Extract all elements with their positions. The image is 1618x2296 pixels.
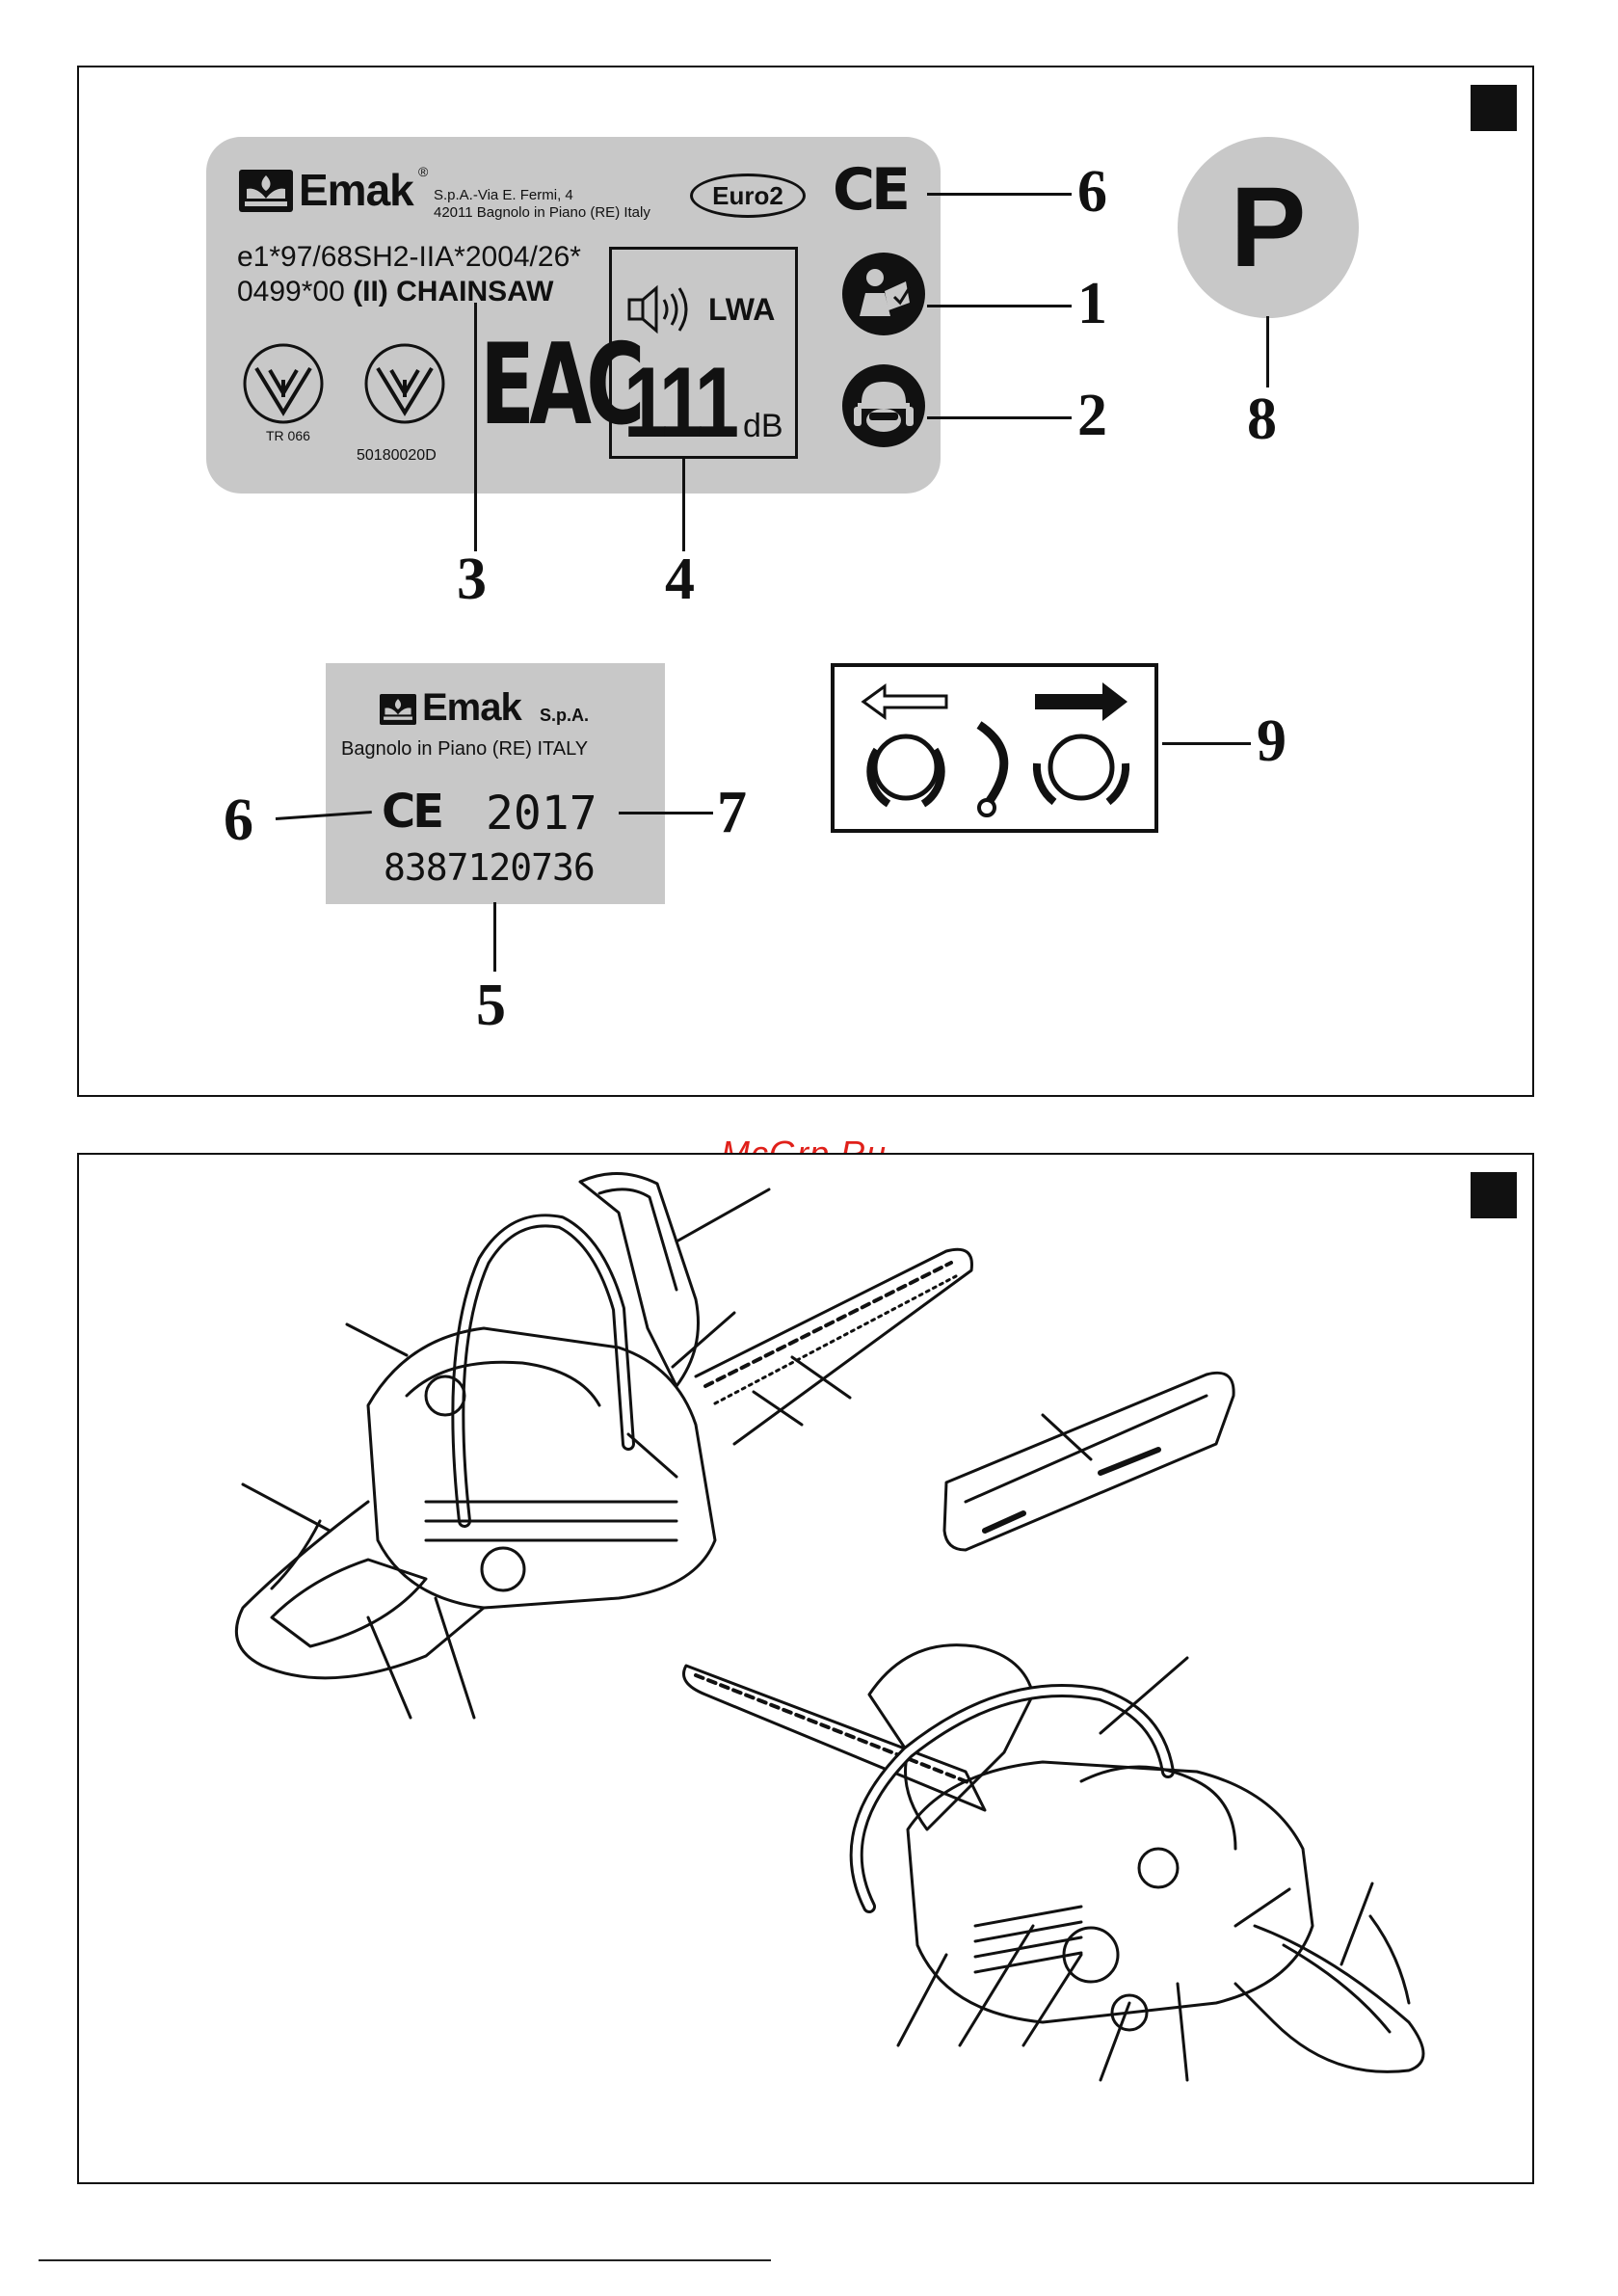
serial-brand-suffix: S.p.A. [540,706,589,726]
emak-logo-icon [239,170,293,212]
approval-line-2: 0499*00 (II) CHAINSAW [237,276,553,308]
approval-line-1: e1*97/68SH2-IIA*2004/26* [237,241,581,274]
serial-location: Bagnolo in Piano (RE) ITALY [341,738,588,761]
leader-8 [1266,316,1269,387]
cert-mark-right [358,341,451,434]
p-badge: P [1178,137,1359,318]
leader-2 [927,416,1072,419]
callout-6-serial: 6 [224,790,253,850]
serial-number: 8387120736 [384,846,595,889]
emak-logo-icon [380,694,416,725]
panel-marker-square [1471,85,1517,131]
callout-9: 9 [1257,711,1286,771]
leader-9 [1162,742,1251,745]
callout-4: 4 [665,549,695,609]
sound-speaker-icon [625,280,693,338]
address-line-2: 42011 Bagnolo in Piano (RE) Italy [434,204,650,221]
callout-5: 5 [476,975,506,1035]
ce-mark: CE [833,156,907,224]
euro2-text: Euro2 [712,181,783,210]
registered-mark: ® [418,164,428,179]
labels-panel: Emak ® S.p.A.-Via E. Fermi, 4 42011 Bagn… [77,66,1534,1097]
leader-3 [474,303,477,551]
p-badge-letter: P [1231,164,1307,291]
approval-prefix: 0499*00 [237,276,345,307]
callout-8: 8 [1247,389,1277,449]
helmet-ear-eye-protection-icon [842,364,925,447]
callout-1: 1 [1077,274,1107,334]
serial-emak-logo [380,694,416,725]
cert-code-right: 50180020D [357,447,437,465]
leader-1 [927,305,1072,307]
cert-triangle-icon [237,341,330,434]
emak-logo [239,170,293,212]
emak-brand: Emak [299,164,413,216]
sound-power-box: LWA 111 dB [609,247,798,459]
sound-value: 111 [623,346,734,461]
cert-code-left: TR 066 [266,428,310,443]
serial-year: 2017 [486,787,597,841]
approval-class: (II) [353,276,388,307]
read-manual-icon [842,253,925,335]
sound-unit: dB [743,408,783,445]
chain-direction-box [831,663,1158,833]
footer-rule [39,2259,771,2261]
cert-mark-left [237,341,330,434]
serial-plate: Emak S.p.A. Bagnolo in Piano (RE) ITALY … [326,663,665,904]
callout-7: 7 [717,783,747,842]
callout-6-top: 6 [1077,162,1107,222]
euro2-badge: Euro2 [690,174,806,218]
serial-brand: Emak [422,686,521,730]
chain-direction-icon [835,667,1154,829]
serial-ce-mark: CE [382,785,441,839]
cert-triangle-icon [358,341,451,434]
chainsaw-panel [77,1153,1534,2184]
leader-7 [619,812,713,814]
leader-6 [927,193,1072,196]
sound-label: LWA [708,292,775,328]
leader-4 [682,459,685,551]
rating-plate: Emak ® S.p.A.-Via E. Fermi, 4 42011 Bagn… [206,137,941,494]
callout-3: 3 [457,549,487,609]
address-line-1: S.p.A.-Via E. Fermi, 4 [434,187,573,203]
leader-5 [493,902,496,972]
chainsaw-drawing-icon [79,1155,1532,2182]
callout-2: 2 [1077,386,1107,445]
